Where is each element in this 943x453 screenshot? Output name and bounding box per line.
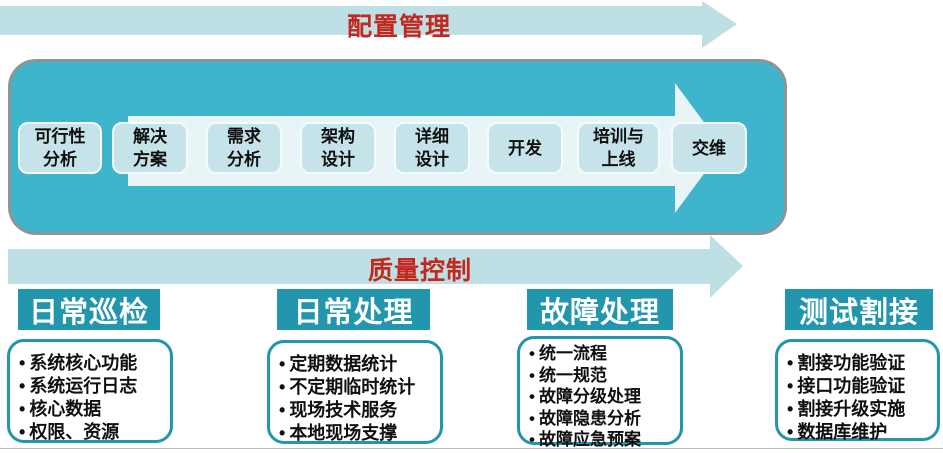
bullet-icon: • bbox=[787, 353, 794, 373]
bullet-icon: • bbox=[279, 354, 286, 374]
bullet-icon: • bbox=[279, 423, 286, 443]
list-item-text: 故障分级处理 bbox=[538, 387, 641, 406]
stage-box-development: 开发 bbox=[487, 122, 563, 174]
list-item: •定期数据统计 bbox=[279, 353, 436, 376]
list-item-text: 故障隐患分析 bbox=[538, 408, 641, 428]
list-item: •接口功能验证 bbox=[787, 375, 933, 398]
quality-control-label: 质量控制 bbox=[368, 257, 473, 285]
list-item-text: 本地现场支撑 bbox=[289, 423, 398, 443]
list-item: •统一流程 bbox=[529, 343, 676, 365]
bullet-icon: • bbox=[787, 399, 794, 419]
bullet-icon: • bbox=[787, 376, 794, 396]
bullet-icon: • bbox=[529, 387, 535, 406]
bullet-icon: • bbox=[279, 377, 286, 397]
list-item-text: 割接功能验证 bbox=[797, 353, 906, 373]
stage-box-detailed-design: 详细 设计 bbox=[394, 122, 470, 174]
list-item-text: 现场技术服务 bbox=[289, 400, 398, 420]
stage-box-handover: 交维 bbox=[671, 122, 747, 174]
list-item: •本地现场支撑 bbox=[279, 422, 436, 445]
section-test-cutover-list: •割接功能验证 •接口功能验证 •割接升级实施 •数据库维护 bbox=[775, 339, 940, 444]
stage-box-requirement-analysis: 需求 分析 bbox=[206, 122, 282, 174]
bullet-icon: • bbox=[19, 422, 26, 442]
quality-control-arrow bbox=[8, 235, 743, 298]
list-item-text: 不定期临时统计 bbox=[289, 377, 416, 397]
list-item-text: 数据库维护 bbox=[797, 422, 888, 442]
list-item: •数据库维护 bbox=[787, 421, 933, 444]
config-management-arrow bbox=[0, 1, 737, 48]
bullet-icon: • bbox=[19, 376, 26, 396]
list-item-text: 统一规范 bbox=[538, 365, 607, 385]
bullet-icon: • bbox=[529, 365, 535, 385]
list-item-text: 定期数据统计 bbox=[289, 354, 398, 374]
bottom-divider-line bbox=[0, 448, 943, 449]
list-item: •故障隐患分析 bbox=[529, 408, 676, 430]
list-item-text: 接口功能验证 bbox=[797, 376, 906, 396]
stage-box-training-launch: 培训与 上线 bbox=[577, 122, 660, 174]
list-item: •不定期临时统计 bbox=[279, 376, 436, 399]
section-daily-handling-header: 日常处理 bbox=[277, 289, 430, 330]
list-item: •割接升级实施 bbox=[787, 398, 933, 421]
section-fault-handling-header: 故障处理 bbox=[527, 289, 673, 330]
section-daily-inspection-list: •系统核心功能 •系统运行日志 •核心数据 •权限、资源 bbox=[7, 339, 173, 443]
list-item: •故障分级处理 bbox=[529, 386, 676, 408]
list-item-text: 故障应急预案 bbox=[538, 430, 641, 449]
list-item: •核心数据 bbox=[19, 398, 166, 421]
config-management-label: 配置管理 bbox=[347, 13, 452, 41]
list-item: •故障应急预案 bbox=[529, 429, 676, 451]
list-item-text: 系统核心功能 bbox=[29, 353, 138, 373]
list-item: •统一规范 bbox=[529, 365, 676, 387]
stage-box-architecture-design: 架构 设计 bbox=[300, 122, 376, 174]
list-item-text: 统一流程 bbox=[538, 344, 607, 363]
list-item-text: 核心数据 bbox=[29, 399, 102, 419]
stage-box-solution: 解决 方案 bbox=[112, 122, 188, 174]
list-item: •权限、资源 bbox=[19, 421, 166, 444]
section-daily-inspection-header: 日常巡检 bbox=[18, 289, 160, 330]
stage-box-feasibility-analysis: 可行性 分析 bbox=[18, 122, 102, 174]
bullet-icon: • bbox=[529, 408, 535, 428]
list-item-text: 割接升级实施 bbox=[797, 399, 906, 419]
list-item: •现场技术服务 bbox=[279, 399, 436, 422]
section-test-cutover-header: 测试割接 bbox=[785, 289, 933, 330]
list-item: •系统运行日志 bbox=[19, 375, 166, 398]
list-item-text: 权限、资源 bbox=[29, 422, 120, 442]
list-item: •割接功能验证 bbox=[787, 352, 933, 375]
list-item: •系统核心功能 bbox=[19, 352, 166, 375]
bullet-icon: • bbox=[19, 353, 26, 373]
bullet-icon: • bbox=[279, 400, 286, 420]
section-daily-handling-list: •定期数据统计 •不定期临时统计 •现场技术服务 •本地现场支撑 bbox=[267, 340, 443, 444]
bullet-icon: • bbox=[529, 430, 535, 449]
bullet-icon: • bbox=[19, 399, 26, 419]
list-item-text: 系统运行日志 bbox=[29, 376, 138, 396]
bullet-icon: • bbox=[529, 344, 535, 363]
section-fault-handling-list: •统一流程 •统一规范 •故障分级处理 •故障隐患分析 •故障应急预案 bbox=[517, 336, 683, 449]
bullet-icon: • bbox=[787, 422, 794, 442]
